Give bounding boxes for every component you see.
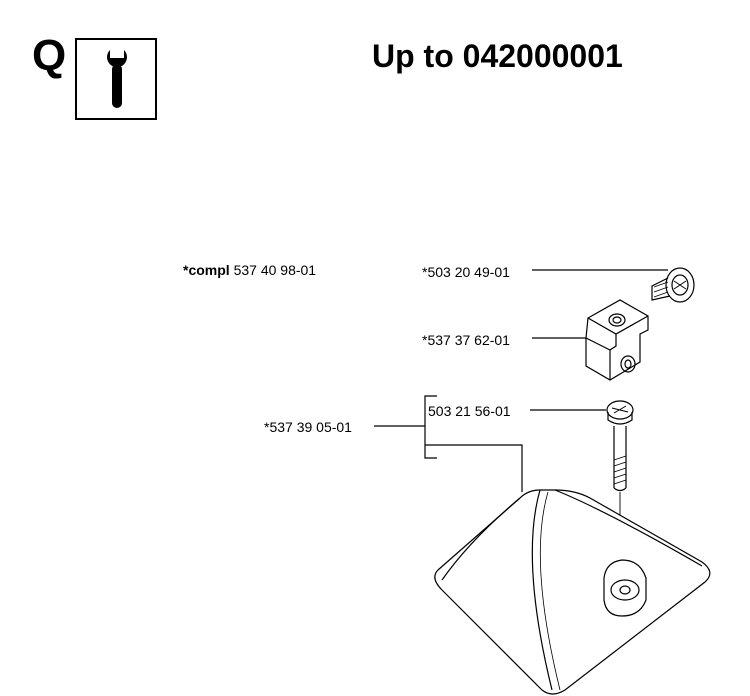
kit-label: *537 39 05-01 xyxy=(264,419,352,435)
assembly-prefix: *compl xyxy=(183,262,230,278)
cover-part xyxy=(434,489,711,695)
assembly-number: 537 40 98-01 xyxy=(233,262,317,278)
wrench-icon xyxy=(107,50,127,108)
clamp-block-part xyxy=(585,299,649,381)
clamp-block-label: *537 37 62-01 xyxy=(422,332,510,348)
wrench-handle xyxy=(112,64,122,108)
page-title: Up to 042000001 xyxy=(372,38,623,74)
section-letter: Q xyxy=(32,31,67,80)
screw-top-part xyxy=(651,267,695,303)
assembly-label: *compl 537 40 98-01 xyxy=(183,263,316,277)
screw-long-label: 503 21 56-01 xyxy=(428,403,511,419)
wrench-info-icon xyxy=(75,38,157,120)
wrench-head xyxy=(107,50,127,68)
screw-top-label: *503 20 49-01 xyxy=(422,264,510,280)
leader-cover xyxy=(425,444,523,492)
kit-bracket xyxy=(424,395,437,459)
